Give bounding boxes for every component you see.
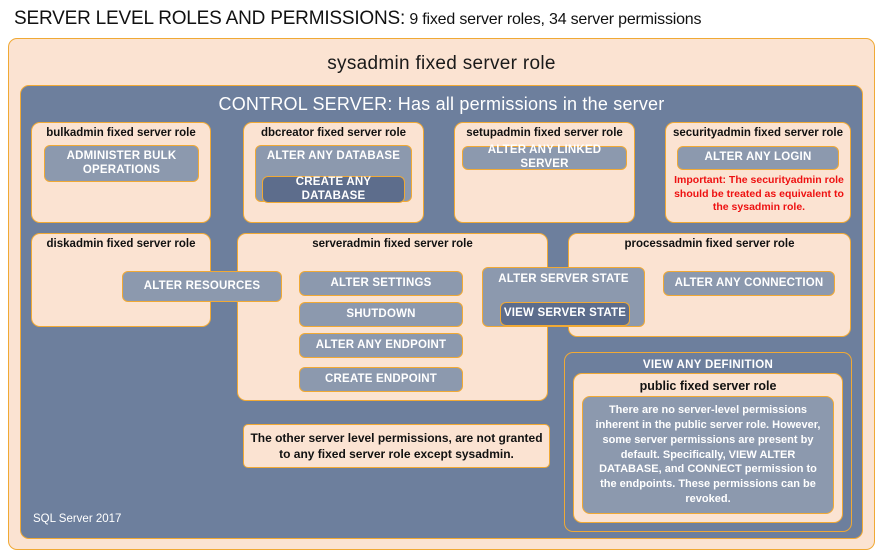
- permission-view-server-state[interactable]: VIEW SERVER STATE: [500, 302, 630, 326]
- permission-alter-settings[interactable]: ALTER SETTINGS: [299, 271, 463, 296]
- permission-view-any-definition[interactable]: VIEW ANY DEFINITION: [642, 359, 774, 371]
- permission-alter-any-endpoint[interactable]: ALTER ANY ENDPOINT: [299, 333, 463, 358]
- securityadmin-role-box: [665, 122, 851, 223]
- public-role-description: There are no server-level permissions in…: [582, 396, 834, 514]
- diskadmin-role-label: diskadmin fixed server role: [46, 238, 196, 250]
- securityadmin-role-label: securityadmin fixed server role: [672, 127, 844, 139]
- page-title: SERVER LEVEL ROLES AND PERMISSIONS: 9 fi…: [14, 8, 874, 32]
- other-permissions-note: The other server level permissions, are …: [243, 424, 550, 468]
- setupadmin-role-label: setupadmin fixed server role: [466, 127, 623, 139]
- setupadmin-role-box: [454, 122, 635, 223]
- control-server-label: CONTROL SERVER: Has all permissions in t…: [218, 93, 665, 114]
- permission-create-any-database[interactable]: CREATE ANY DATABASE: [262, 176, 405, 203]
- permission-alter-any-connection[interactable]: ALTER ANY CONNECTION: [663, 271, 835, 296]
- permission-create-endpoint[interactable]: CREATE ENDPOINT: [299, 367, 463, 392]
- permission-alter-any-linked-server[interactable]: ALTER ANY LINKED SERVER: [462, 144, 627, 170]
- permission-alter-resources[interactable]: ALTER RESOURCES: [122, 271, 282, 302]
- sql-server-version-label: SQL Server 2017: [33, 513, 122, 525]
- processadmin-role-label: processadmin fixed server role: [624, 238, 795, 250]
- serveradmin-role-label: serveradmin fixed server role: [312, 238, 473, 250]
- bulkadmin-role-label: bulkadmin fixed server role: [46, 127, 196, 139]
- page-title-strong: SERVER LEVEL ROLES AND PERMISSIONS:: [14, 8, 406, 29]
- permission-shutdown[interactable]: SHUTDOWN: [299, 302, 463, 327]
- permission-administer-bulk-operations[interactable]: ADMINISTER BULK OPERATIONS: [44, 145, 199, 182]
- securityadmin-warning-text: Important: The securityadmin role should…: [674, 174, 844, 214]
- page-title-subtitle: 9 fixed server roles, 34 server permissi…: [405, 11, 702, 28]
- permission-alter-any-login[interactable]: ALTER ANY LOGIN: [677, 146, 839, 170]
- public-role-label: public fixed server role: [639, 379, 777, 393]
- dbcreator-role-label: dbcreator fixed server role: [260, 127, 407, 139]
- sysadmin-role-label: sysadmin fixed server role: [327, 53, 556, 74]
